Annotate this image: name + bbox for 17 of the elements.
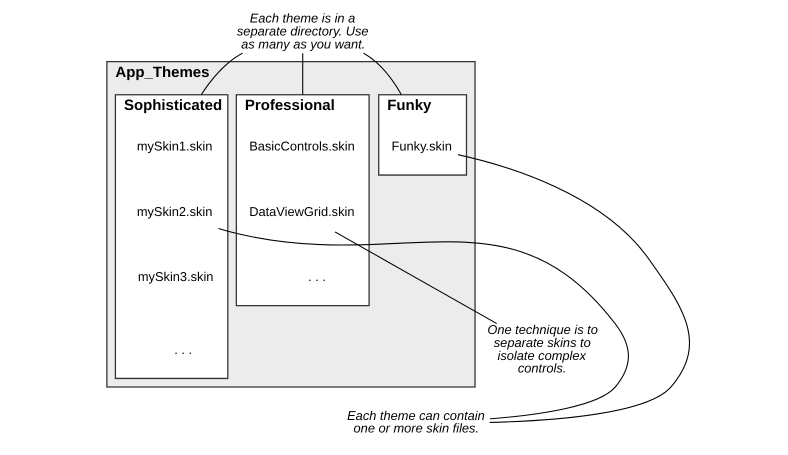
connector: [363, 52, 402, 96]
connector: [458, 154, 690, 423]
node-text: BasicControls.skin: [249, 138, 355, 154]
node-text: . . .: [308, 269, 326, 284]
node-text: Funky.skin: [392, 138, 452, 154]
connector: [200, 52, 243, 96]
node-text: Each theme is in a separate directory. Use as many as you want.: [236, 10, 369, 52]
node-text: mySkin3.skin: [138, 269, 214, 284]
node-text: DataViewGrid.skin: [249, 204, 354, 219]
node-text: mySkin1.skin: [136, 138, 212, 154]
node-text: . . .: [174, 342, 192, 357]
connector: [302, 53, 304, 95]
connector: [334, 231, 497, 324]
node-text: Each theme can contain one or more skin files.: [347, 408, 485, 436]
node-text: One technique is to separate skins to isolate complex controls.: [487, 322, 598, 376]
connector: [218, 228, 629, 420]
node-text: mySkin2.skin: [136, 204, 212, 219]
